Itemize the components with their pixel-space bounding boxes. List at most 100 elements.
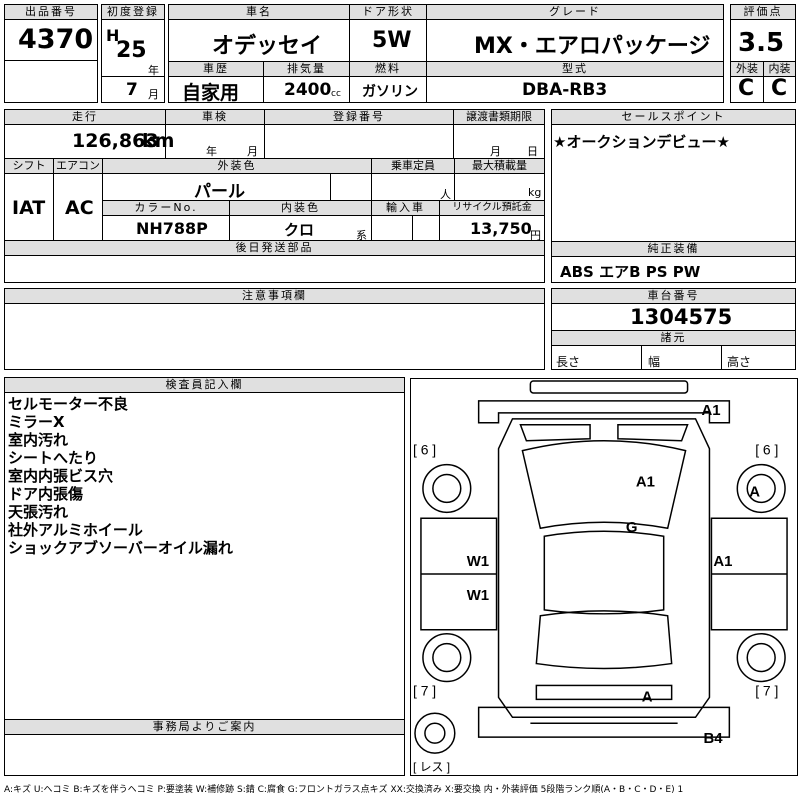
door-label: ドア形状: [349, 4, 427, 20]
air-conditioner: AC: [65, 197, 94, 219]
car-damage-diagram: A1 A1 A G W1 A1 W1 A B4 [ 6 ] [ 6 ] [ 7 …: [410, 378, 798, 776]
equipment-cell: [551, 256, 796, 283]
recycle-unit: 円: [530, 229, 541, 242]
inspector-comments: セルモーター不良 ミラーX 室内汚れ シートへたり 室内内張ビス穴 ドア内張傷 …: [8, 395, 233, 557]
specs-cell: [551, 345, 796, 370]
comment-line: ミラーX: [8, 413, 65, 431]
comment-line: セルモーター不良: [8, 395, 129, 413]
score: 3.5: [738, 28, 785, 58]
import-label: 輸入車: [371, 200, 440, 216]
interior-label: 内装: [763, 61, 796, 77]
chassis-label: 車台番号: [551, 288, 796, 304]
mileage: 126,863: [72, 130, 159, 152]
color-no: NH788P: [136, 219, 208, 238]
capacity-label: 乗車定員: [371, 158, 455, 174]
era: H: [106, 26, 120, 45]
comment-line: ショックアブソーバーオイル漏れ: [8, 539, 233, 557]
model-label: 型式: [426, 61, 724, 77]
height-label: 高さ: [727, 355, 752, 369]
later-parts-cell: [4, 255, 545, 283]
doc-day-unit: 日: [527, 145, 538, 158]
interior-grade: C: [771, 76, 788, 101]
exterior-label: 外装: [730, 61, 764, 77]
width-label: 幅: [648, 355, 661, 369]
score-label: 評価点: [730, 4, 796, 20]
shift-label: シフト: [4, 158, 54, 174]
mark-hood: A1: [636, 473, 655, 490]
doc-month-unit: 月: [490, 145, 501, 158]
max-load-label: 最大積載量: [454, 158, 545, 174]
mark-left-front-door: W1: [467, 553, 489, 570]
history: 自家用: [182, 82, 240, 104]
displacement-unit: cc: [331, 89, 341, 99]
history-label: 車歴: [168, 61, 264, 77]
interior-cell: [763, 76, 796, 103]
specs-label: 諸元: [551, 330, 796, 346]
fuel: ガソリン: [362, 84, 418, 100]
reg-no-label: 登録番号: [264, 109, 454, 125]
equipment-items: ABS エアB PS PW: [560, 263, 701, 281]
mileage-label: 走行: [4, 109, 166, 125]
max-load-unit: kg: [528, 186, 542, 199]
import-cell: [371, 215, 440, 241]
first-reg-year: 25: [116, 38, 147, 63]
car-outline: A1 A1 A G W1 A1 W1 A B4 [ 6 ] [ 6 ] [ 7 …: [413, 380, 788, 774]
exterior-grade: C: [738, 76, 755, 101]
length-label: 長さ: [556, 355, 581, 369]
color-no-label: カラーNo.: [102, 200, 230, 216]
equipment-label: 純正装備: [551, 241, 796, 257]
mark-rear-bumper: B4: [703, 730, 723, 747]
mark-front-right-wheel: A: [749, 483, 760, 500]
lot-number-label: 出品番号: [4, 4, 98, 20]
door-type: 5W: [372, 28, 412, 53]
comment-line: シートへたり: [8, 449, 99, 467]
office-cell: [4, 734, 405, 776]
mark-front-bumper: A1: [701, 402, 720, 419]
int-color-unit: 系: [356, 229, 367, 242]
month-unit: 月: [148, 88, 159, 101]
int-color-label: 内装色: [229, 200, 372, 216]
int-color: クロ: [284, 221, 315, 239]
inspection-year-unit: 年: [206, 145, 217, 158]
lot-number: 4370: [18, 24, 94, 55]
sales-point-label: セールスポイント: [551, 109, 796, 125]
first-reg-label: 初度登録: [101, 4, 165, 20]
shift: IAT: [12, 197, 46, 219]
ac-label: エアコン: [53, 158, 103, 174]
ext-color-label: 外装色: [102, 158, 372, 174]
tire-rear-right: [ 7 ]: [755, 682, 778, 698]
comment-line: 室内内張ビス穴: [8, 467, 114, 485]
mark-rear-gate: A: [642, 688, 653, 705]
car-name: オデッセイ: [212, 34, 323, 59]
notes-cell: [4, 303, 545, 370]
comment-line: 室内汚れ: [8, 431, 69, 449]
inspector-label: 検査員記入欄: [4, 377, 405, 393]
first-reg-month: 7: [126, 80, 138, 100]
spare-tire: [ レス ]: [413, 760, 450, 774]
mark-roof: G: [626, 519, 638, 536]
reg-no-cell: [264, 124, 454, 159]
doc-deadline-label: 譲渡書類期限: [453, 109, 545, 125]
fuel-label: 燃料: [349, 61, 427, 77]
tire-rear-left: [ 7 ]: [413, 682, 436, 698]
grade-label: グレード: [426, 4, 724, 20]
mark-left-rear-door: W1: [467, 587, 489, 604]
recycle-fee: 13,750: [470, 219, 532, 238]
model: DBA-RB3: [522, 80, 608, 100]
first-reg-cell: [101, 19, 165, 103]
later-parts-label: 後日発送部品: [4, 240, 545, 256]
chassis-number: 1304575: [630, 305, 733, 329]
lot-number-blank: [4, 60, 98, 103]
legend: A:キズ U:ヘコミ B:キズを伴うヘコミ P:要塗装 W:補修跡 S:錆 C:…: [4, 785, 684, 795]
office-label: 事務局よりご案内: [4, 719, 405, 735]
car-name-label: 車名: [168, 4, 350, 20]
capacity-unit: 人: [440, 188, 451, 201]
model-cell: [426, 76, 724, 103]
comment-line: ドア内張傷: [8, 485, 84, 503]
displacement-label: 排気量: [263, 61, 350, 77]
year-unit: 年: [148, 64, 159, 77]
mileage-unit: km: [142, 130, 175, 152]
sales-point: ★オークションデビュー★: [553, 133, 730, 151]
ext-color: パール: [194, 182, 245, 202]
recycle-label: リサイクル預託金: [439, 200, 545, 216]
